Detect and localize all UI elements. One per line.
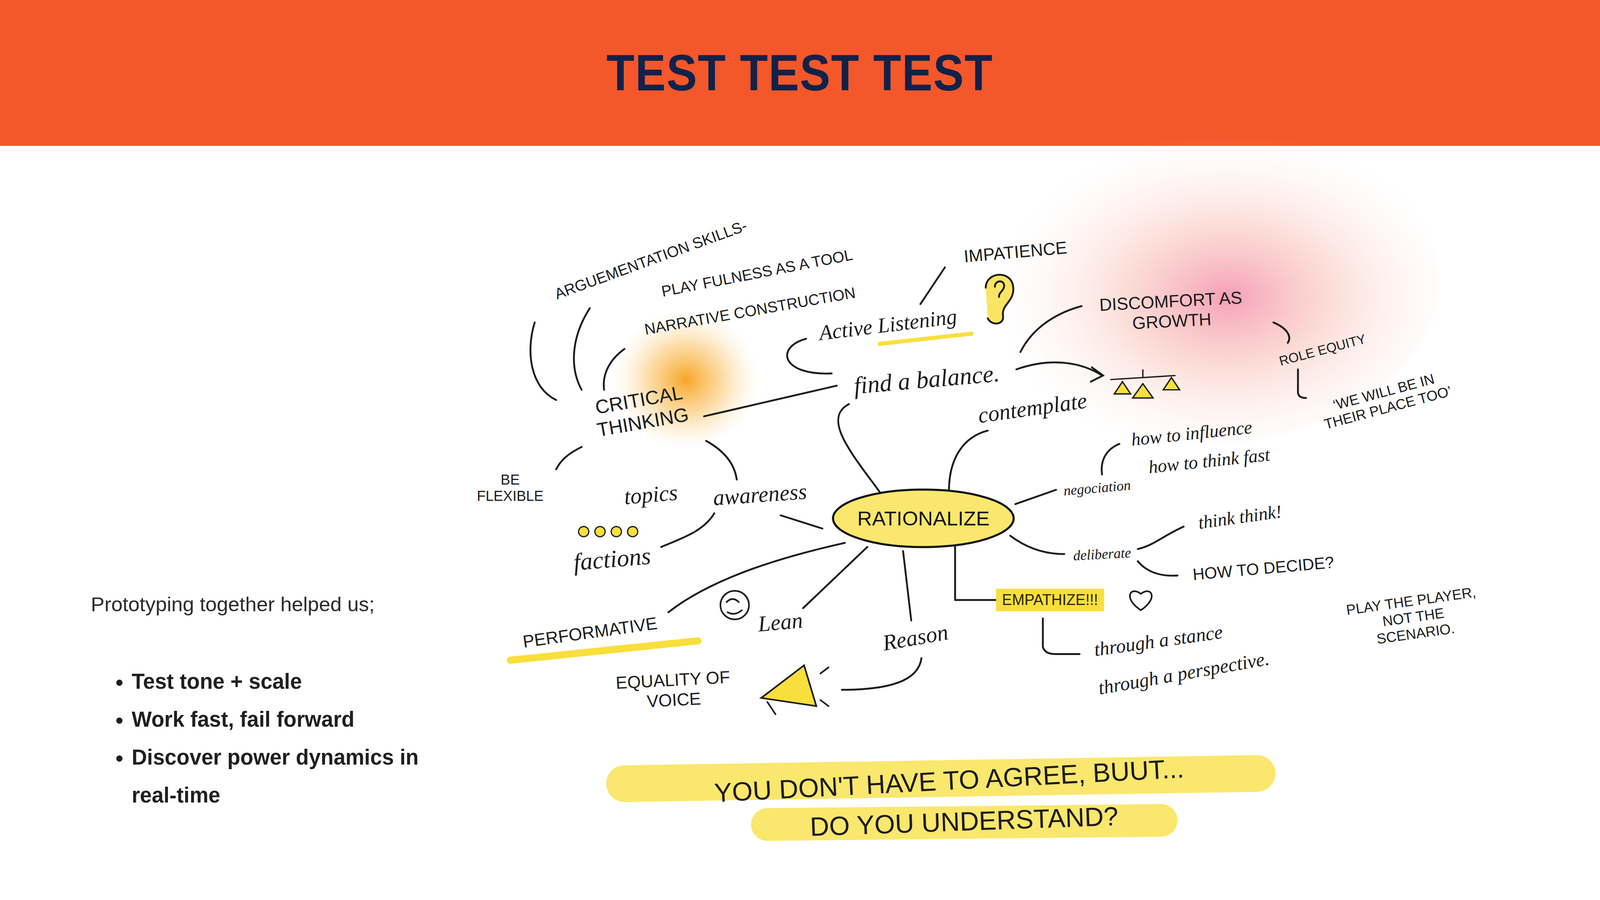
megaphone-icon — [820, 700, 829, 707]
bullet-text: Work fast, fail forward — [131, 707, 355, 732]
caps-note: DO YOU UNDERSTAND? — [809, 800, 1120, 843]
hand-note: through a stance — [1092, 620, 1224, 661]
caps-note: BE FLEXIBLE — [476, 471, 544, 505]
megaphone-icon — [767, 702, 776, 715]
heart-icon — [1130, 591, 1152, 611]
leader-line — [1015, 490, 1057, 505]
leader-line — [556, 447, 582, 470]
faction-dots — [627, 526, 638, 537]
leader-line — [1020, 306, 1082, 353]
caps-note: YOU DON'T HAVE TO AGREE, BUUT... — [713, 752, 1185, 808]
leader-line — [949, 430, 988, 491]
bullet-text: Discover power dynamics in real-time — [131, 745, 419, 808]
ellipse-node: RATIONALIZE — [831, 487, 1016, 549]
caps-note: PERFORMATIVE — [521, 613, 659, 653]
caps-note: ‘WE WILL BE IN THEIR PLACE TOO’ — [1309, 364, 1463, 435]
megaphone-icon — [761, 665, 817, 707]
faction-dots — [578, 526, 638, 537]
megaphone-icon — [820, 667, 829, 674]
caps-note: CRITICAL THINKING — [591, 381, 690, 442]
hand-note: how to think fast — [1147, 444, 1271, 478]
hand-note: contemplate — [976, 387, 1089, 429]
bullet-text: Test tone + scale — [131, 669, 303, 694]
bullet-item: Work fast, fail forward — [131, 700, 457, 739]
caps-note: DISCOMFORT AS GROWTH — [1087, 287, 1255, 336]
ear-icon — [995, 281, 1005, 297]
bullet-item: Discover power dynamics in real-time — [131, 738, 457, 815]
scales-icon — [1114, 381, 1131, 394]
caps-note: PLAY THE PLAYER, NOT THE SCENARIO. — [1340, 583, 1486, 652]
faction-dots — [595, 526, 605, 537]
hand-note: how to influence — [1130, 416, 1254, 451]
faction-dots — [611, 526, 622, 537]
face-icon — [726, 599, 739, 603]
leader-line — [1137, 526, 1184, 550]
leader-line — [1042, 618, 1080, 655]
leader-line — [1273, 322, 1290, 343]
connector — [955, 545, 996, 600]
caps-note: ROLE EQUITY — [1277, 331, 1368, 370]
leader-line — [1101, 443, 1120, 475]
leader-line — [841, 658, 922, 690]
hand-note: Active Listening — [817, 303, 958, 345]
leader-line — [920, 267, 945, 305]
leader-line — [661, 513, 715, 548]
bullet-list: Test tone + scaleWork fast, fail forward… — [104, 662, 457, 815]
hand-note: Lean — [757, 607, 805, 638]
leader-line — [1297, 369, 1307, 399]
leader-line — [780, 515, 823, 529]
hand-note: negociation — [1062, 476, 1132, 499]
hand-note: topics — [623, 479, 680, 510]
highlight-node: EMPATHIZE!!! — [996, 588, 1105, 612]
leader-line — [668, 542, 845, 613]
node-text: EMPATHIZE!!! — [1002, 591, 1099, 609]
intro-text: Prototyping together helped us; — [90, 592, 375, 616]
hand-note: awareness — [712, 478, 808, 512]
leader-line — [902, 550, 912, 621]
bullet-item: Test tone + scale — [131, 662, 457, 701]
caps-note: HOW TO DECIDE? — [1191, 552, 1335, 585]
megaphone-icon — [761, 665, 829, 715]
leader-line — [530, 322, 557, 400]
node-text: RATIONALIZE — [857, 506, 990, 530]
heart-icon — [1130, 591, 1152, 611]
leader-line — [1016, 362, 1103, 376]
leader-line — [706, 440, 737, 480]
face-icon — [720, 590, 750, 620]
glow — [612, 117, 1439, 450]
ear-icon — [985, 274, 1014, 324]
scales-icon — [1110, 369, 1180, 399]
scales-icon — [1163, 377, 1180, 390]
scales-icon — [1132, 383, 1153, 398]
title-band: TEST TEST TEST — [0, 0, 1600, 146]
scales-icon — [1142, 369, 1144, 378]
face-icon — [720, 590, 750, 620]
hand-note: deliberate — [1072, 544, 1132, 564]
leader-line — [1090, 367, 1103, 382]
leader-line — [1010, 535, 1065, 555]
face-icon — [727, 610, 742, 614]
caps-note: ARGUEMENTATION SKILLS- — [552, 217, 750, 304]
ear-icon — [985, 274, 1014, 324]
leader-line — [573, 308, 590, 390]
hand-note: find a balance. — [852, 359, 1001, 400]
highlighter — [510, 333, 1258, 825]
hand-note: think think! — [1196, 500, 1283, 534]
leader-line — [704, 385, 837, 417]
ellipse-outline — [832, 489, 1014, 548]
hand-note: Reason — [880, 619, 950, 657]
slide-title: TEST TEST TEST — [606, 43, 994, 103]
leader-line — [838, 404, 880, 493]
leader-line — [1137, 561, 1178, 576]
leader-line — [802, 547, 868, 609]
faction-dots — [578, 526, 589, 537]
caps-note: EQUALITY OF VOICE — [601, 666, 746, 714]
hand-note: factions — [572, 541, 653, 577]
leader-line — [603, 349, 625, 390]
caps-note: IMPATIENCE — [962, 237, 1068, 267]
